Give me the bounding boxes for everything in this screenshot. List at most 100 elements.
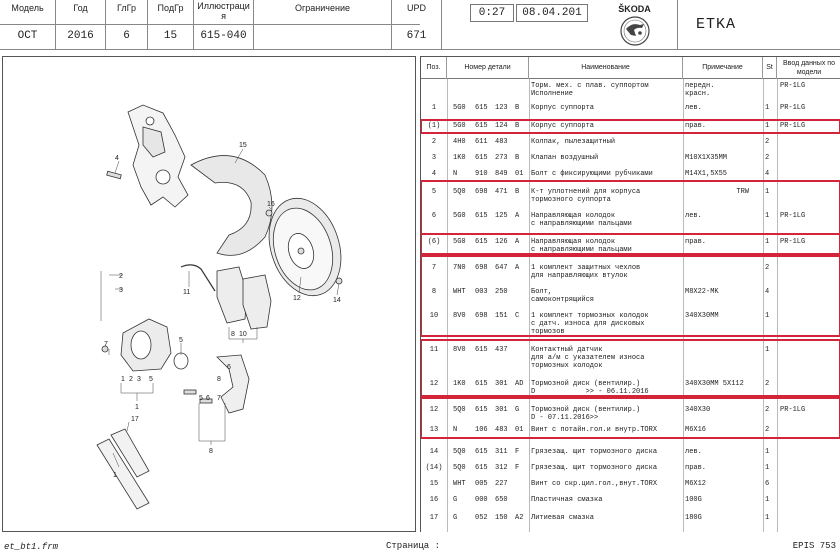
col-header-note[interactable]: Примечание — [683, 57, 763, 79]
page-label: Страница : — [386, 541, 441, 551]
leader-lines — [100, 148, 340, 468]
brand-name: ŠKODA — [618, 4, 651, 14]
cell-note: M8X22-MK — [685, 288, 719, 296]
callout-5: 5 — [179, 337, 183, 344]
cell-pos: 16 — [429, 496, 439, 504]
cell-model: PR-1LG — [780, 406, 806, 414]
sub-group-field: ПодГр 15 — [148, 0, 194, 50]
cell-note: 340X30MM 5X112 — [685, 380, 744, 388]
col-divider — [529, 79, 530, 532]
cell-p1: 1K0 — [453, 154, 466, 162]
clock-time: 0:27 — [470, 4, 514, 22]
cell-p2: 615 — [475, 104, 488, 112]
cell-pos: (6) — [427, 238, 441, 246]
cell-p3: 123 — [495, 104, 508, 112]
callout-1b: 1 — [121, 376, 125, 383]
cell-p1: N — [453, 170, 458, 178]
illustration-value[interactable]: 615-040 — [200, 30, 247, 42]
cell-name: Болт, самоконтрящийся — [531, 288, 595, 304]
cell-note: лев. — [685, 212, 702, 220]
cell-pos: 13 — [429, 426, 439, 434]
app-title: ETKA — [695, 16, 736, 33]
callout-8: 7 — [104, 341, 108, 348]
col-header-part-no[interactable]: Номер детали — [447, 57, 529, 79]
skoda-logo-icon — [620, 16, 650, 46]
cell-p3: 227 — [495, 480, 508, 488]
col-header-model-input[interactable]: Ввод данных по модели — [783, 60, 835, 76]
cell-note: прав. — [685, 238, 707, 246]
brake-disc-drawing — [268, 197, 342, 297]
callout-11: 11 — [183, 289, 190, 296]
cell-note: лев. — [685, 104, 702, 112]
col-header-pos[interactable]: Поз. — [421, 57, 447, 79]
cell-note: 180G — [685, 514, 702, 522]
cell-p2: 106 — [475, 426, 488, 434]
cell-model: PR-1LG — [780, 122, 806, 130]
callout-8c: 8 — [209, 448, 213, 455]
cell-note: M10X1X35MM — [685, 154, 728, 162]
col-divider — [777, 79, 778, 532]
pad-carrier-drawing — [216, 354, 250, 414]
cell-note: M6X16 — [685, 426, 707, 434]
cell-name: Клапан воздушный — [531, 154, 599, 162]
cell-qty: 1 — [765, 104, 770, 112]
header-divider — [0, 24, 420, 25]
restriction-field: Ограничение — [254, 0, 392, 50]
cell-note: 100G — [685, 496, 702, 504]
cell-name: Колпак, пылезащитный — [531, 138, 616, 146]
bolts-drawing — [101, 170, 343, 404]
cell-name: К-т уплотнений для корпуса тормозного су… — [531, 188, 641, 204]
cell-p2: 615 — [475, 406, 488, 414]
cell-qty: 2 — [765, 264, 770, 272]
cell-p2: 698 — [475, 312, 488, 320]
cell-p4: A — [515, 264, 520, 272]
cell-p2: 000 — [475, 496, 488, 504]
cell-p1: 5Q0 — [453, 406, 466, 414]
callout-4: 4 — [115, 155, 119, 162]
cell-p2: 005 — [475, 480, 488, 488]
cell-name: Корпус суппорта — [531, 122, 595, 130]
cell-name: Винт с потайн.гол.и внутр.TORX — [531, 426, 658, 434]
cell-name: Болт с фиксирующими рубчиками — [531, 170, 653, 178]
col-header-name[interactable]: Наименование — [529, 57, 683, 79]
main-group-caption: ГлГр — [117, 3, 136, 13]
caliper-piston-drawing — [173, 352, 189, 370]
model-value[interactable]: OCT — [17, 30, 38, 42]
group-highlight-border — [421, 397, 840, 439]
cell-name: Грязезащ. щит тормозного диска — [531, 448, 658, 456]
cell-p1: 5Q0 — [453, 464, 466, 472]
cell-p3: 125 — [495, 212, 508, 220]
col-header-qty[interactable]: St — [763, 57, 777, 79]
cell-p1: 5G0 — [453, 238, 466, 246]
sub-group-value[interactable]: 15 — [163, 30, 178, 42]
cell-p3: 647 — [495, 264, 508, 272]
exploded-view-illustration[interactable]: 4 15 16 2 3 11 12 14 7 5 8 10 1 1 2 3 5 … — [2, 56, 416, 532]
group-highlight-border — [421, 180, 840, 235]
cell-name: Литиевая смазка — [531, 514, 595, 522]
cell-p3: 312 — [495, 464, 508, 472]
main-group-value[interactable]: 6 — [123, 30, 130, 42]
cell-qty: 1 — [765, 312, 770, 320]
cell-pos: 5 — [431, 188, 437, 196]
callout-3b: 3 — [137, 376, 141, 383]
group-highlight-border — [421, 119, 840, 134]
cell-qty: 2 — [765, 154, 770, 162]
cell-p2: 615 — [475, 380, 488, 388]
cell-note: TRW — [736, 188, 749, 196]
year-value[interactable]: 2016 — [67, 30, 94, 42]
cell-qty: 6 — [765, 480, 770, 488]
cell-p1: 8V0 — [453, 346, 466, 354]
callout-6: 6 — [206, 395, 210, 402]
col-divider — [763, 79, 764, 532]
callout-8b: 8 — [231, 331, 235, 338]
header-bar: Модель OCT Год 2016 ГлГр 6 ПодГр 15 Иллю… — [0, 0, 840, 50]
cell-pos: 15 — [429, 480, 439, 488]
cell-qty: 1 — [765, 496, 770, 504]
epis-version: EPIS 753 — [792, 541, 836, 551]
cell-p1: WHT — [453, 480, 466, 488]
cell-p1: N — [453, 426, 458, 434]
cell-p2: 615 — [475, 346, 488, 354]
cell-qty: 1 — [765, 238, 770, 246]
callout-labels: 4 15 16 2 3 11 12 14 7 5 8 10 1 1 2 3 5 … — [104, 142, 341, 479]
current-date: 08.04.201 — [516, 4, 588, 22]
